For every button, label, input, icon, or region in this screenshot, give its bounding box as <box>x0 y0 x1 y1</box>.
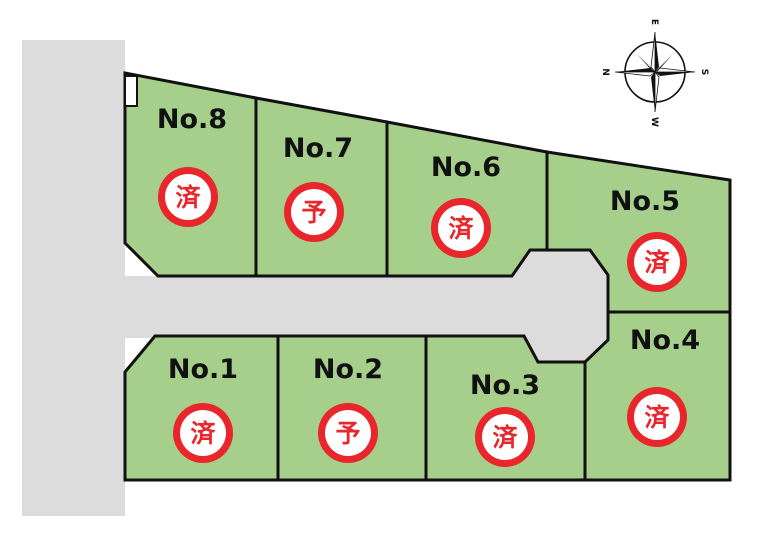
status-badge-text: 予 <box>301 198 326 227</box>
status-badge-inner <box>634 394 680 440</box>
status-badge: 済 <box>173 403 233 463</box>
lot-label: No.3 <box>470 370 540 401</box>
lot-label: No.6 <box>431 152 501 183</box>
compass-rose: E W N S <box>600 19 709 127</box>
lot-label: No.5 <box>610 186 680 217</box>
compass-needle-left <box>615 68 655 72</box>
status-badge-text: 済 <box>190 419 216 448</box>
lot-group: No.1 済 No.2 予 No.3 済 No.4 済 No.5 済 No.6 済 No.7 予 No.8 済 <box>123 71 732 482</box>
lot-label: No.4 <box>630 325 700 356</box>
compass-needle-top-light <box>650 31 656 74</box>
status-badge: 済 <box>475 407 535 467</box>
status-badge-inner <box>482 414 528 460</box>
lot-2[interactable]: No.2 予 <box>276 334 428 482</box>
status-badge-text: 済 <box>644 248 670 277</box>
compass-diag-1 <box>637 54 654 73</box>
status-badge-text: 済 <box>492 423 518 452</box>
compass-needle-right <box>655 72 695 76</box>
compass-needle-bottom-light <box>654 70 660 113</box>
lot-6[interactable]: No.6 済 <box>385 120 549 278</box>
compass-needle-right-light <box>653 67 696 73</box>
status-badge-inner <box>634 239 680 285</box>
lot-label: No.1 <box>168 354 238 385</box>
compass-letter-north: N <box>600 68 610 76</box>
status-badge: 済 <box>158 167 218 227</box>
compass-letter-east: E <box>649 19 659 25</box>
status-badge-inner <box>438 205 484 251</box>
status-badge-inner <box>180 410 226 456</box>
status-badge-text: 済 <box>448 214 474 243</box>
status-badge: 予 <box>318 403 378 463</box>
compass-letter-south: S <box>699 69 709 75</box>
lot-5[interactable]: No.5 済 <box>545 150 732 314</box>
status-badge: 予 <box>284 182 344 242</box>
lot-4[interactable]: No.4 済 <box>583 310 732 482</box>
status-badge-inner <box>325 410 371 456</box>
lot-label: No.8 <box>157 104 227 135</box>
status-badge: 済 <box>627 232 687 292</box>
status-badge-text: 予 <box>335 419 360 448</box>
lot-1[interactable]: No.1 済 <box>123 334 280 482</box>
corner-marker <box>124 75 138 107</box>
lot-7[interactable]: No.7 予 <box>254 96 389 278</box>
lot-label: No.7 <box>283 133 353 164</box>
status-badge-inner <box>291 189 337 235</box>
main-road <box>22 40 125 516</box>
status-badge-text: 済 <box>175 183 201 212</box>
status-badge-inner <box>165 174 211 220</box>
lot-8[interactable]: No.8 済 <box>123 71 258 278</box>
status-badge-text: 済 <box>644 403 670 432</box>
lot-label: No.2 <box>313 354 383 385</box>
cul-de-sac-road <box>125 250 608 362</box>
compass-letter-west: W <box>649 117 659 127</box>
compass-needle-top <box>655 32 659 72</box>
status-badge: 済 <box>627 387 687 447</box>
status-badge: 済 <box>431 198 491 258</box>
compass-needle-left-light <box>614 71 657 77</box>
compass-needle-bottom <box>651 72 655 112</box>
compass-diag-2 <box>656 54 673 73</box>
lot-3[interactable]: No.3 済 <box>424 334 587 482</box>
